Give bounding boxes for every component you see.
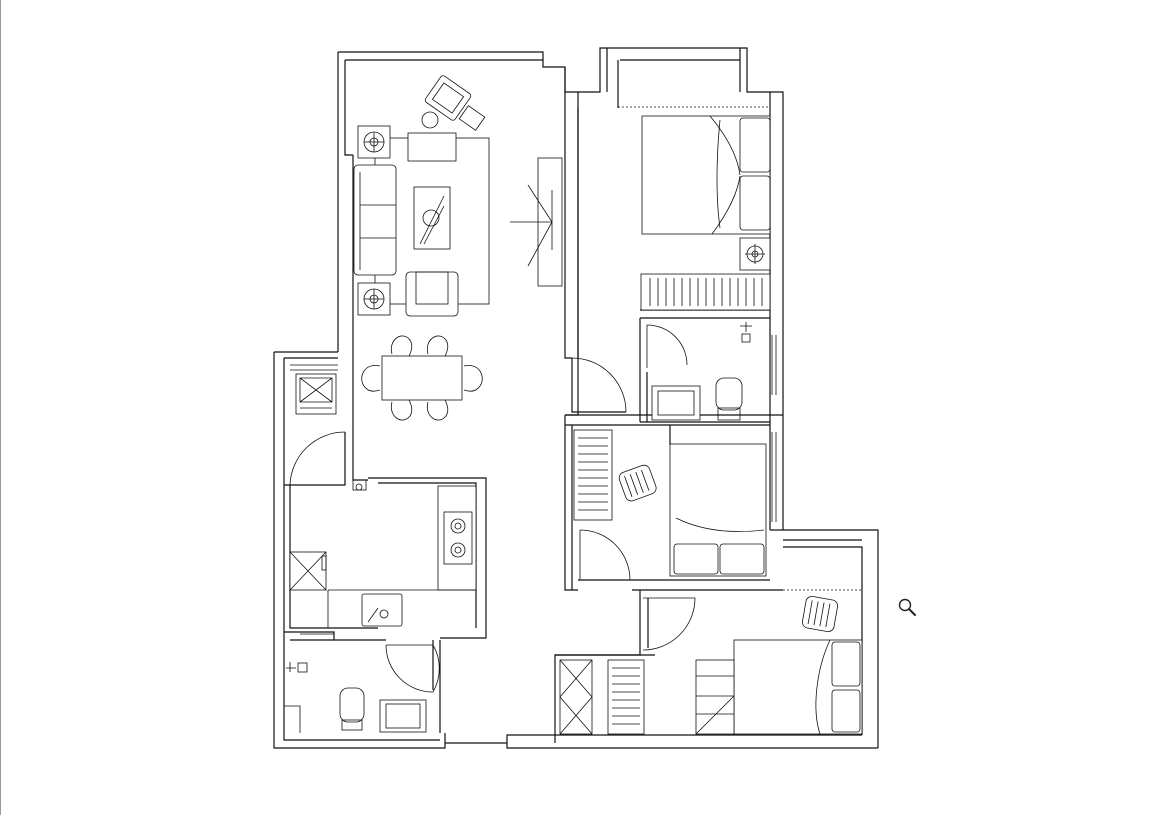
magnifier-icon[interactable] (896, 596, 918, 618)
ensuite-bathroom (651, 322, 752, 421)
bathroom-1 (284, 662, 427, 733)
dining-area (361, 335, 483, 421)
bedroom-3 (559, 596, 863, 735)
frame-edge (0, 0, 1, 815)
bedroom-2 (573, 429, 767, 577)
doors (289, 324, 696, 693)
living-room (353, 75, 563, 317)
kitchen (289, 373, 477, 628)
master-bedroom (640, 115, 771, 311)
